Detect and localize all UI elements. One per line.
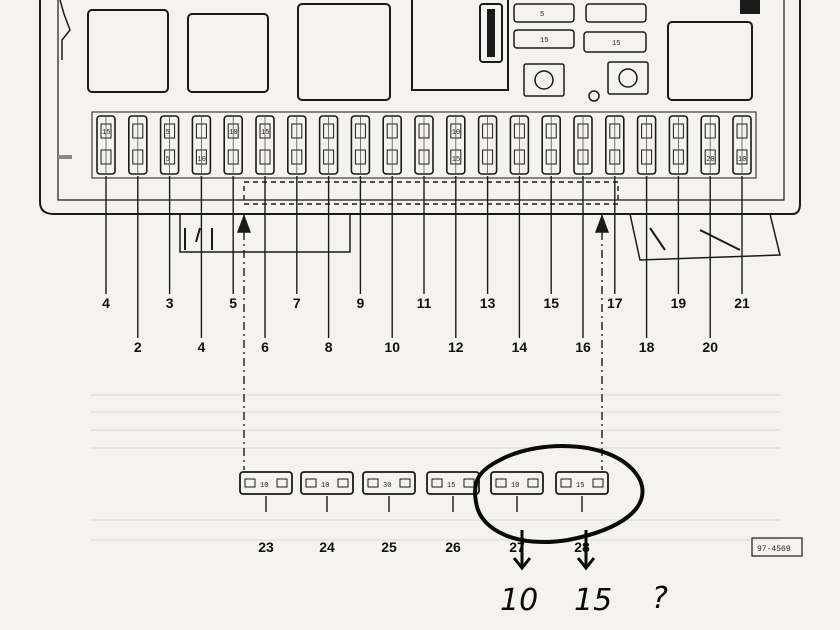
fuse-lower-value: 20 (706, 156, 714, 164)
fuse-6: 15 (255, 115, 275, 175)
fuse-box-housing (39, 0, 801, 261)
faint-background-lines (90, 394, 780, 541)
fuse-label-11: 11 (417, 295, 432, 311)
fuse-upper-value: 10 (229, 129, 237, 137)
relay-fuse-area (513, 3, 649, 102)
fuse-label-15: 15 (543, 295, 559, 311)
fuse-upper-value: 5 (166, 129, 170, 137)
fuse-label-18: 18 (639, 339, 655, 355)
spare-fuse-23: 10 23 (239, 471, 293, 555)
fuse-label-4: 4 (198, 339, 206, 355)
fuse-label-21: 21 (734, 295, 750, 311)
fuse-16 (573, 115, 593, 175)
spare-fuse-24: 10 24 (300, 471, 354, 555)
fuse-label-7: 7 (293, 295, 301, 311)
fuse-label-13: 13 (480, 295, 496, 311)
handwritten-value-27: 10 (500, 583, 538, 618)
fuse-8 (318, 115, 339, 175)
dashed-connectors (236, 181, 619, 470)
spare-label-28: 28 (574, 539, 590, 555)
handdrawn-arrows (512, 530, 596, 571)
spare-label-26: 26 (445, 539, 461, 555)
fuse-13 (477, 115, 498, 175)
fuse-15 (541, 115, 562, 175)
fuse-label-5: 5 (229, 295, 237, 311)
fuse-14 (509, 115, 530, 175)
fuse-label-20: 20 (702, 339, 718, 355)
fuse-label-2: 2 (134, 339, 142, 355)
fuse-label-19: 19 (671, 295, 687, 311)
fuse-lower-value: 5 (166, 156, 170, 164)
fuse-label-10: 10 (384, 339, 400, 355)
fuse-9 (350, 115, 371, 175)
spare-label-24: 24 (319, 539, 335, 555)
fuse-upper-value: 15 (102, 129, 110, 137)
fuse-10 (382, 115, 403, 175)
relay-blocks (87, 0, 760, 101)
fuse-leader-lines (105, 176, 743, 338)
fuse-20: 20 (700, 115, 721, 175)
fuse-label-8: 8 (325, 339, 333, 355)
fuse-17 (604, 115, 625, 175)
spare-label-23: 23 (258, 539, 274, 555)
handdrawn-circle (473, 444, 645, 545)
fuse-3: 55 (159, 115, 180, 175)
fuse-4: 10 (191, 115, 212, 175)
spare-fuse-25: 30 25 (362, 471, 416, 555)
fuse-upper-value: 15 (261, 129, 269, 137)
relay-fuse-values: 5 15 15 (540, 11, 620, 48)
fuse-label-6: 6 (261, 339, 269, 355)
fuse-upper-value: 10 (452, 129, 460, 137)
reference-code: 97-4569 (757, 545, 791, 554)
relay-fuse-value: 5 (540, 11, 544, 19)
fuse-lower-value: 15 (452, 156, 460, 164)
relay-fuse-value: 15 (612, 40, 620, 48)
fuse-12: 10 15 (445, 115, 466, 175)
fuse-label-4: 4 (102, 295, 110, 311)
fuse-label-3: 3 (166, 295, 174, 311)
fuse-21: 10 (732, 115, 752, 175)
fuse-5: 10 (223, 115, 243, 175)
fuse-label-12: 12 (448, 339, 464, 355)
fuse-label-17: 17 (607, 295, 623, 311)
reference-code-box (751, 537, 803, 557)
fuse-lower-value: 10 (197, 156, 205, 164)
spare-label-25: 25 (381, 539, 397, 555)
handwritten-value-28: 15 (574, 583, 612, 618)
spare-fuse-value: 15 (447, 482, 455, 490)
spare-fuse-value: 15 (576, 482, 584, 490)
fuse-7 (286, 115, 307, 175)
spare-fuse-value: 10 (321, 482, 329, 490)
spare-fuse-value: 10 (511, 482, 519, 490)
fuse-lower-value: 10 (738, 156, 746, 164)
fuse-label-16: 16 (575, 339, 591, 355)
fuse-19 (668, 115, 689, 175)
fuse-label-14: 14 (512, 339, 528, 355)
handwritten-question-mark: ? (652, 581, 668, 616)
fuse-18 (636, 115, 657, 175)
fuse-label-9: 9 (357, 295, 365, 311)
fuse-2 (128, 115, 148, 175)
relay-fuse-value: 15 (540, 37, 548, 45)
fuse-number-labels: 4 2 3 4 5 6 7 8 9 10 11 12 13 14 15 16 17 18 19 20 21 (102, 295, 750, 355)
spare-fuse-value: 30 (383, 482, 391, 490)
fuse-4: 15 (96, 115, 116, 175)
fuse-11 (414, 115, 434, 175)
spare-fuse-value: 10 (260, 482, 268, 490)
